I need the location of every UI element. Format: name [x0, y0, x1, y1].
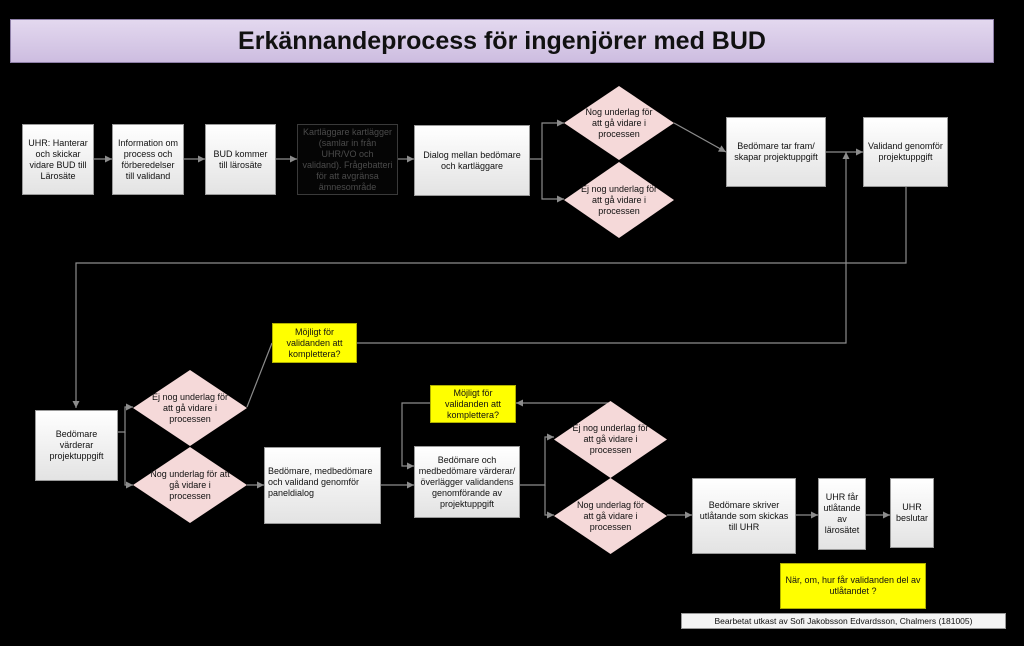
validand-genomfor-box: Validand genomför projektuppgift [863, 117, 948, 187]
mojligt-komplettera-note-2: Möjligt för validanden att komplettera? [430, 385, 516, 423]
decision-nog-1: Nog underlag för att gå vidare i process… [564, 86, 674, 160]
uhr-hanterar-box: UHR: Hanterar och skickar vidare BUD til… [22, 124, 94, 195]
medbedomare-box: Bedömare och medbedömare värderar/ överl… [414, 446, 520, 518]
utlatande-box: Bedömare skriver utlåtande som skickas t… [692, 478, 796, 554]
connector [520, 433, 554, 486]
uhr-beslutar-box: UHR beslutar [890, 478, 934, 548]
bedomare-varderar-box: Bedömare värderar projektuppgift [35, 410, 118, 481]
connector [673, 122, 727, 153]
connector [124, 432, 133, 489]
dialog-box: Dialog mellan bedömare och kartläggare [414, 125, 530, 196]
bud-kommer-box: BUD kommer till lärosäte [205, 124, 276, 195]
connector [530, 119, 564, 160]
connector [118, 403, 133, 433]
connector [72, 187, 907, 408]
decision-nog-3: Nog underlag för att gå vidare i process… [554, 478, 667, 554]
credit-label: Bearbetat utkast av Sofi Jakobsson Edvar… [681, 613, 1006, 629]
nar-om-note: När, om, hur får validanden del av utlåt… [780, 563, 926, 609]
paneldialog-box: Bedömare, medbedömare och validand genom… [264, 447, 381, 524]
connector [401, 402, 430, 470]
decision-ej-1: Ej nog underlag för att gå vidare i proc… [564, 162, 674, 238]
mojligt-komplettera-note-1: Möjligt för validanden att komplettera? [272, 323, 357, 363]
connector [544, 485, 554, 519]
decision-ej-2: Ej nog underlag för att gå vidare i proc… [133, 370, 247, 446]
page-title: Erkännandeprocess för ingenjörer med BUD [10, 19, 994, 63]
bedomare-tar-fram-box: Bedömare tar fram/ skapar projektuppgift [726, 117, 826, 187]
connector [246, 342, 273, 408]
kartlaggare-box: Kartläggare kartlägger (samlar in från U… [297, 124, 398, 195]
connector [357, 152, 850, 344]
decision-ej-3: Ej nog underlag för att gå vidare i proc… [554, 401, 667, 478]
information-box: Information om process och förberedelser… [112, 124, 184, 195]
connector [541, 159, 564, 203]
decision-nog-2: Nog underlag för att gå vidare i process… [133, 447, 247, 523]
uhr-far-box: UHR får utlåtande av lärosätet [818, 478, 866, 550]
